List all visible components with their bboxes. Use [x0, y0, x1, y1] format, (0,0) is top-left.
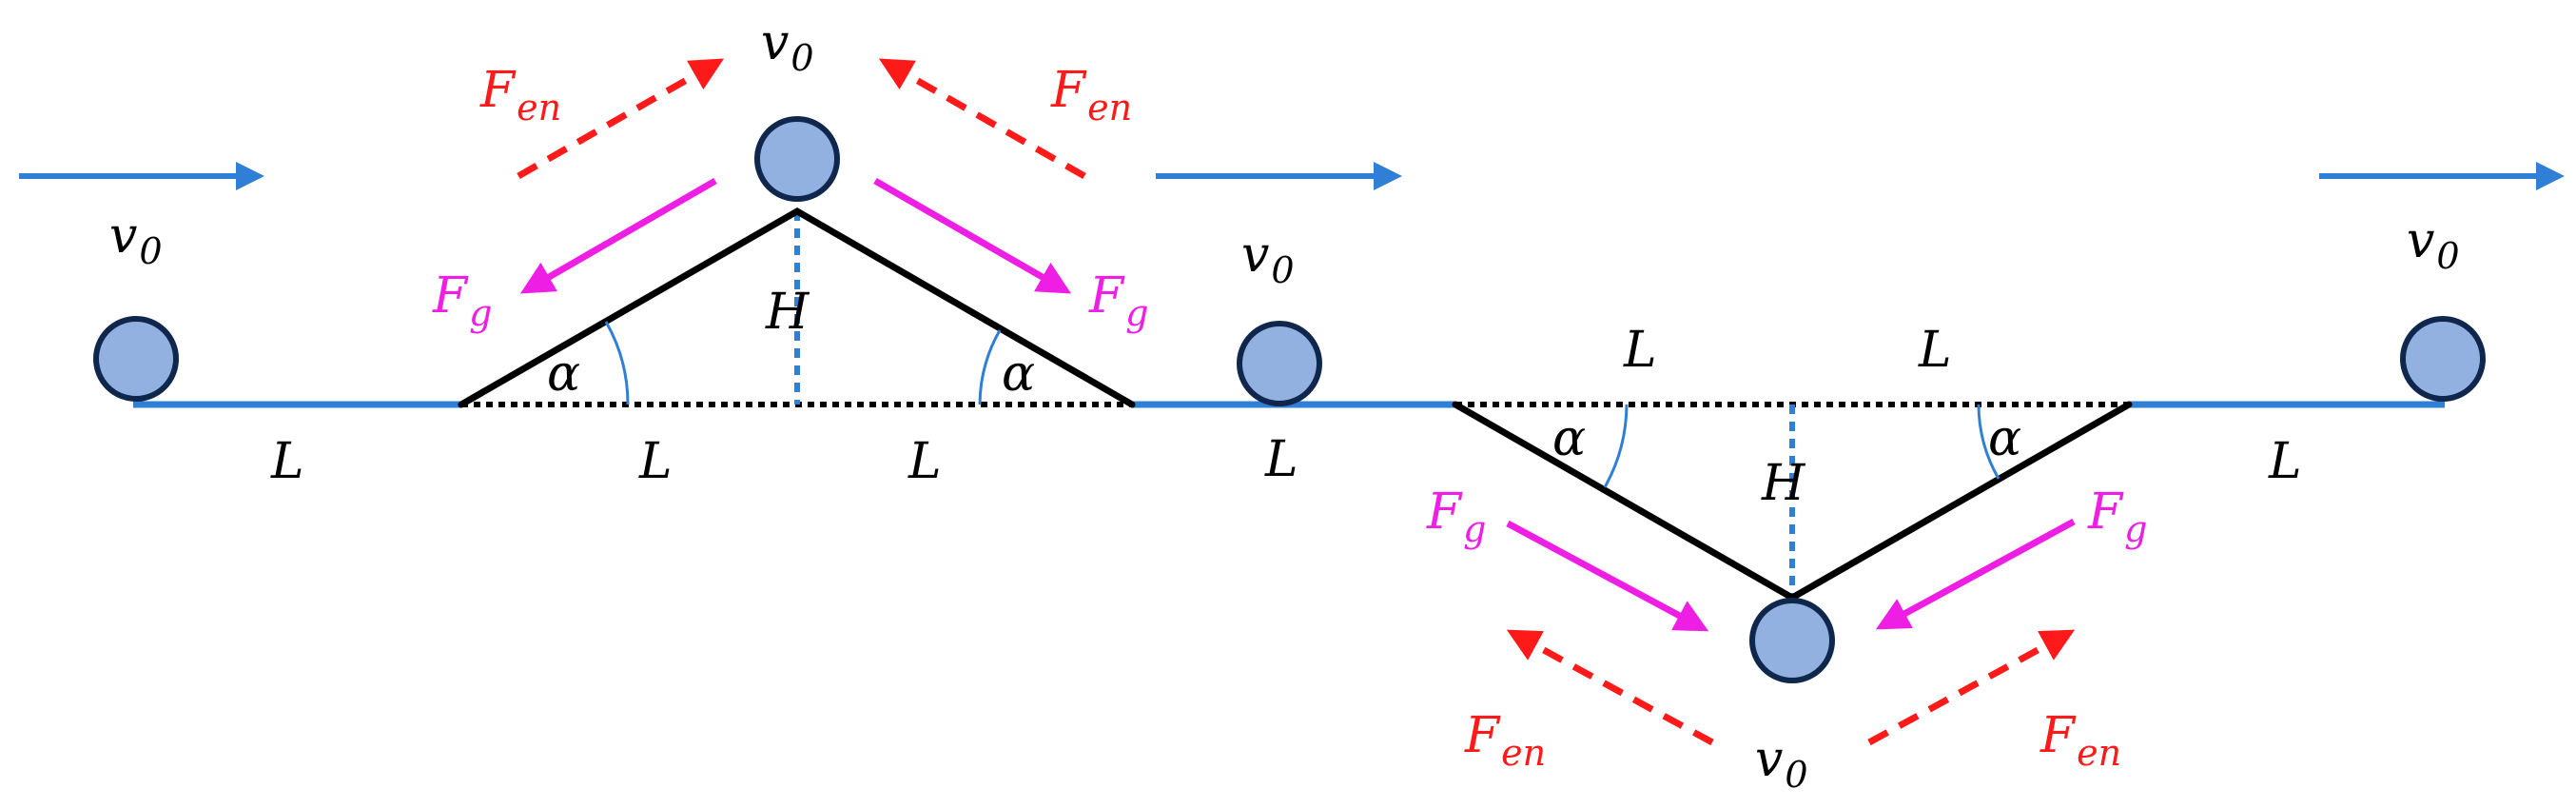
l-label-1: L: [270, 433, 304, 490]
fen-arrow-hill-right: [878, 58, 1086, 180]
fen-arrow-hill-left: [517, 58, 725, 180]
angle-arcs: [604, 321, 2000, 488]
ball-middle: [1237, 321, 1322, 406]
alpha-label-1: α: [547, 345, 580, 403]
friction-force-labels: Fen Fen Fen Fen: [479, 62, 2121, 774]
gravity-force-arrows: [519, 177, 2076, 632]
fen-arrow-valley-right: [1867, 629, 2076, 746]
balls: [93, 116, 2486, 683]
l-label-5: L: [1623, 322, 1657, 379]
fen-label-1: Fen: [479, 62, 561, 128]
fg-label-2: Fg: [1088, 267, 1148, 334]
v0-label-5: v0: [1755, 731, 1808, 796]
ball-start: [93, 316, 179, 402]
fg-arrow-valley-right: [1875, 518, 2076, 630]
v0-label-1: v0: [109, 207, 163, 272]
fg-label-1: Fg: [432, 267, 492, 334]
v0-label-2: v0: [761, 14, 814, 79]
h-label-valley: H: [1761, 455, 1806, 512]
alpha-label-2: α: [1002, 345, 1035, 403]
fen-label-3: Fen: [1464, 707, 1546, 774]
height-labels: H H: [765, 284, 1806, 512]
l-label-7: L: [2268, 433, 2302, 490]
gravity-force-labels: Fg Fg Fg Fg: [432, 267, 2147, 550]
ball-valley-bottom: [1749, 598, 1835, 683]
length-labels: L L L L L L L: [270, 322, 2302, 490]
alpha-label-3: α: [1552, 410, 1586, 467]
l-label-3: L: [907, 433, 942, 490]
l-label-6: L: [1918, 322, 1952, 379]
v0-label-3: v0: [1241, 227, 1295, 291]
angle-labels: α α α α: [547, 345, 2021, 467]
fen-label-2: Fen: [1050, 62, 1132, 128]
fen-label-4: Fen: [2039, 707, 2121, 774]
friction-force-arrows: [517, 58, 2076, 746]
v0-label-4: v0: [2407, 212, 2460, 277]
angle-arc-hill-left: [604, 321, 630, 405]
angle-arc-valley-left: [1603, 404, 1629, 488]
l-label-4: L: [1264, 431, 1298, 488]
alpha-label-4: α: [1988, 410, 2021, 467]
fg-arrow-hill-left: [519, 177, 717, 294]
velocity-labels: v0 v0 v0 v0 v0: [109, 14, 2460, 796]
fg-arrow-hill-right: [873, 177, 1072, 294]
fen-arrow-valley-left: [1506, 629, 1714, 746]
angle-arc-hill-right: [978, 329, 1002, 405]
angle-arc-valley-right: [1977, 404, 2000, 480]
ball-end: [2400, 316, 2486, 402]
l-label-2: L: [638, 433, 673, 490]
height-markers: [794, 211, 1795, 598]
fg-label-4: Fg: [2087, 483, 2147, 550]
fg-label-3: Fg: [1426, 483, 1486, 550]
ball-hill-top: [754, 116, 840, 202]
fg-arrow-valley-left: [1506, 520, 1709, 632]
hill-incline: [458, 207, 1136, 408]
h-label-hill: H: [765, 284, 810, 341]
